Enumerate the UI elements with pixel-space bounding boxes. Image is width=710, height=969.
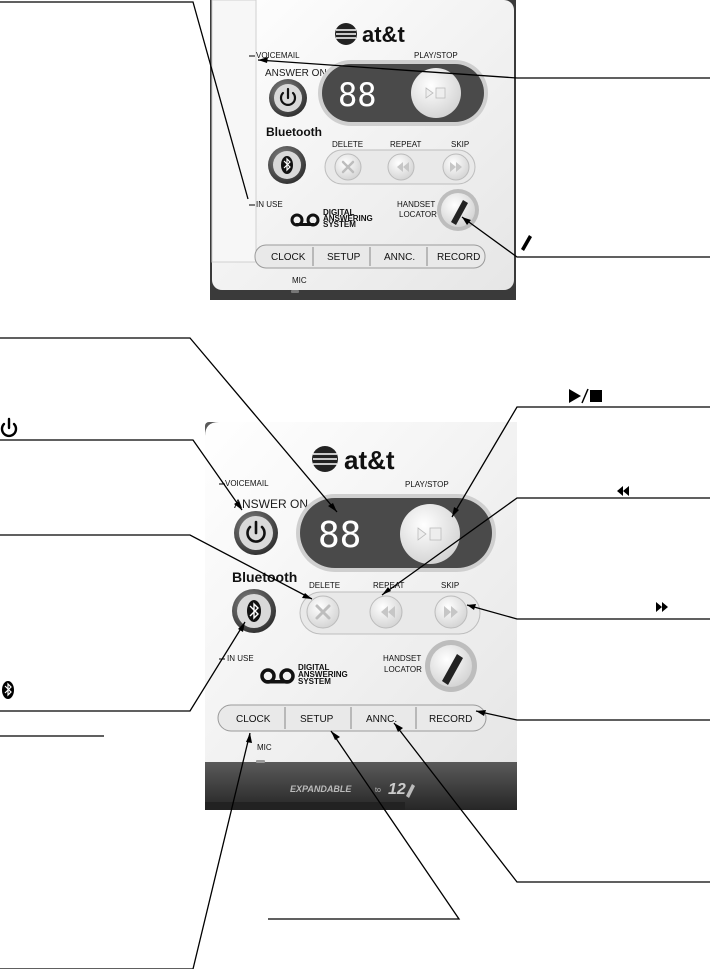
handset-locator-label-4: LOCATOR <box>384 665 422 674</box>
svg-text:SYSTEM: SYSTEM <box>323 220 356 229</box>
display-pod-bottom: 88 <box>296 494 496 572</box>
svg-text:at&t: at&t <box>344 445 395 475</box>
handset-icon-callout <box>521 235 532 251</box>
skip-label: SKIP <box>451 140 469 149</box>
delete-label: DELETE <box>332 140 363 149</box>
svg-text:EXPANDABLE: EXPANDABLE <box>290 784 352 794</box>
svg-text:12: 12 <box>388 781 406 798</box>
play-stop-icon-callout <box>569 388 602 404</box>
das-logo-top: DIGITAL ANSWERING SYSTEM <box>290 208 373 229</box>
delete-icon <box>341 160 355 174</box>
das-logo-bottom: DIGITAL ANSWERING SYSTEM <box>260 663 348 686</box>
voicemail-label-2: VOICEMAIL <box>225 479 269 488</box>
svg-text:SYSTEM: SYSTEM <box>298 677 331 686</box>
bluetooth-label: Bluetooth <box>266 125 322 139</box>
in-use-label-2: IN USE <box>227 654 254 663</box>
skip-label-2: SKIP <box>441 581 459 590</box>
skip-button-2[interactable] <box>434 595 468 629</box>
bottom-callout-lines <box>0 337 710 969</box>
power-icon-callout <box>0 417 18 438</box>
att-logo-top: at&t <box>335 22 405 47</box>
answer-on-button[interactable] <box>269 79 307 117</box>
top-panel: at&t VOICEMAIL ANSWER ON Bluetooth IN US… <box>210 0 516 300</box>
delete-label-2: DELETE <box>309 581 340 590</box>
top-callout-lines <box>0 1 710 258</box>
logo-text: at&t <box>362 22 405 47</box>
bluetooth-label-2: Bluetooth <box>232 569 297 585</box>
rewind-icon <box>381 606 395 618</box>
expandable-badge: EXPANDABLE to 12 <box>290 781 415 798</box>
svg-text:DIGITAL: DIGITAL <box>323 208 355 217</box>
mic-label: MIC <box>292 276 307 285</box>
skip-button[interactable] <box>442 153 470 181</box>
handset-icon <box>442 654 463 685</box>
att-logo-bottom: at&t <box>312 445 395 475</box>
record-button-2[interactable]: RECORD <box>429 714 472 725</box>
mic-label-2: MIC <box>257 743 272 752</box>
delete-button[interactable] <box>334 153 362 181</box>
setup-button[interactable]: SETUP <box>327 252 361 263</box>
power-icon <box>279 87 297 106</box>
fast-forward-icon <box>444 606 458 618</box>
play-stop-button-2[interactable] <box>400 504 460 564</box>
power-icon <box>246 520 266 543</box>
setup-button-2[interactable]: SETUP <box>300 714 334 725</box>
in-use-label: IN USE <box>256 200 283 209</box>
bluetooth-icon-callout <box>2 681 14 699</box>
handset-locator-label-1: HANDSET <box>397 200 435 209</box>
annc-button-2[interactable]: ANNC. <box>366 714 397 725</box>
record-button[interactable]: RECORD <box>437 252 480 263</box>
svg-text:ANSWERING: ANSWERING <box>298 670 348 679</box>
svg-text:DIGITAL: DIGITAL <box>298 663 330 672</box>
key-tray-top <box>324 149 476 185</box>
key-tray-bottom <box>299 591 481 635</box>
delete-icon <box>315 604 331 620</box>
svg-text:to: to <box>375 787 381 794</box>
play-stop-label-2: PLAY/STOP <box>405 480 449 489</box>
rewind-icon <box>397 162 409 172</box>
play-stop-button[interactable] <box>411 68 461 118</box>
button-bar-top: CLOCK SETUP ANNC. RECORD <box>254 244 486 269</box>
play-stop-label: PLAY/STOP <box>414 51 458 60</box>
display-pod-top: 88 <box>318 60 488 126</box>
handset-locator-label-3: HANDSET <box>383 654 421 663</box>
message-counter-display: 88 <box>338 76 377 114</box>
fast-forward-icon-callout <box>656 602 668 612</box>
clock-button[interactable]: CLOCK <box>271 252 306 263</box>
answer-on-label-2: ANSWER ON <box>234 497 308 511</box>
expandable-handset-icon <box>406 784 415 798</box>
repeat-button-2[interactable] <box>369 595 403 629</box>
repeat-button[interactable] <box>387 153 415 181</box>
rewind-icon-callout <box>617 486 629 496</box>
play-stop-icon <box>425 87 446 99</box>
message-counter-display-2: 88 <box>318 515 361 556</box>
voicemail-label: VOICEMAIL <box>256 51 300 60</box>
handset-icon <box>451 200 468 225</box>
repeat-label-2: REPEAT <box>373 581 405 590</box>
handset-locator-label-2: LOCATOR <box>399 210 437 219</box>
annc-button[interactable]: ANNC. <box>384 252 415 263</box>
play-stop-icon <box>417 527 442 541</box>
handset-locator-button-2[interactable] <box>425 640 477 692</box>
button-bar-bottom: CLOCK SETUP ANNC. RECORD <box>217 704 487 732</box>
bluetooth-button-2[interactable] <box>232 589 276 633</box>
delete-button-2[interactable] <box>306 595 340 629</box>
fast-forward-icon <box>450 162 462 172</box>
answer-on-button-2[interactable] <box>234 511 278 555</box>
repeat-label: REPEAT <box>390 140 422 149</box>
svg-text:ANSWERING: ANSWERING <box>323 214 373 223</box>
clock-button-2[interactable]: CLOCK <box>236 714 271 725</box>
bluetooth-button[interactable] <box>268 146 306 184</box>
answer-on-label: ANSWER ON <box>265 68 327 79</box>
bottom-panel: EXPANDABLE to 12 at&t VOICEMAIL ANSWER O… <box>205 422 517 810</box>
